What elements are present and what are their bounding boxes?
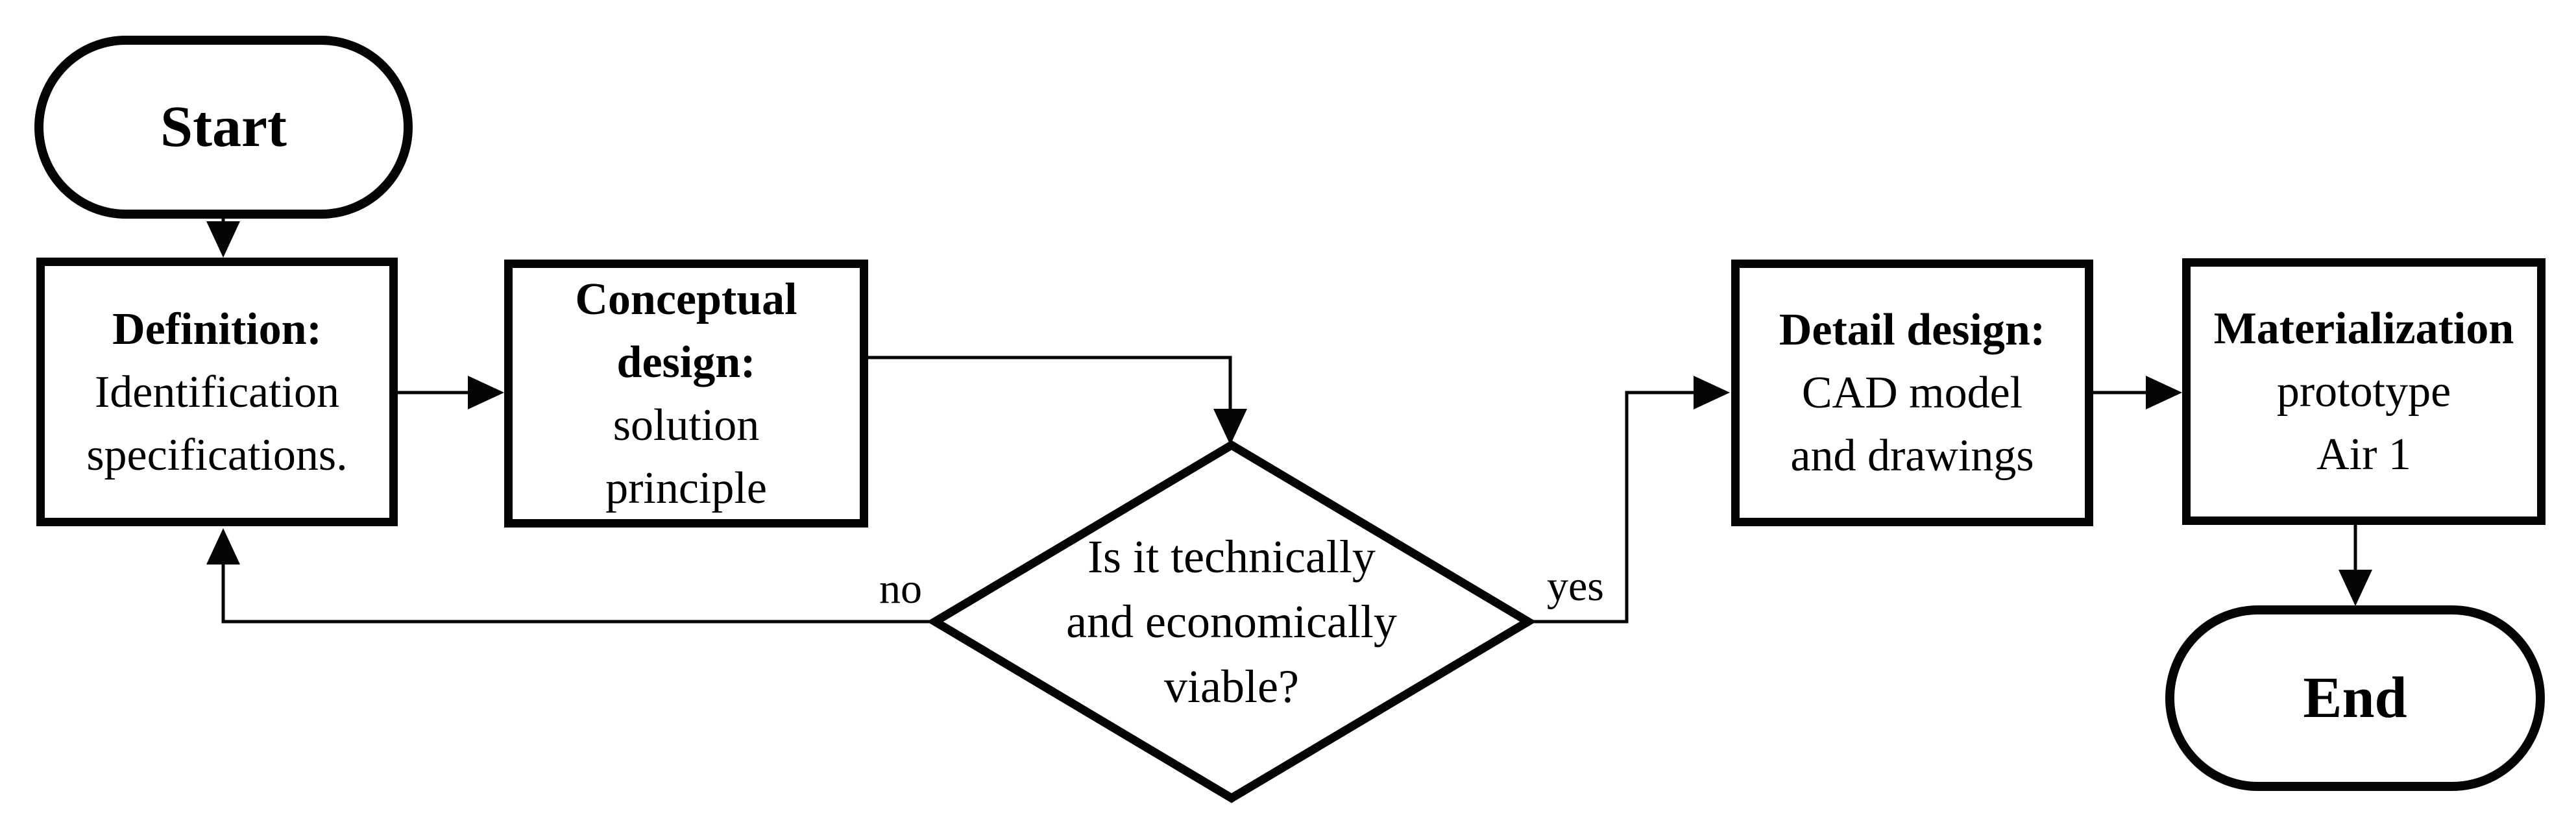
decision-yes-label: yes xyxy=(1547,563,1604,610)
conceptual-title-line-1: Conceptual xyxy=(575,274,797,324)
arrowhead-start-to-definition-icon xyxy=(206,221,240,258)
definition-line-1: Identification xyxy=(94,367,340,417)
materialization-line-2: Air 1 xyxy=(2316,430,2411,480)
detail-title: Detail design: xyxy=(1779,305,2046,355)
arrowhead-decision-yes-to-detail-icon xyxy=(1694,376,1730,409)
conceptual-line-1: solution xyxy=(613,400,760,450)
end-label: End xyxy=(2303,666,2407,730)
definition-line-2: specifications. xyxy=(86,430,348,480)
start-label: Start xyxy=(160,95,287,159)
decision-no-label: no xyxy=(879,565,922,613)
decision-line-3: viable? xyxy=(1164,661,1299,712)
conceptual-design-box: Conceptual design: solution principle xyxy=(504,260,868,528)
decision-line-1: Is it technically xyxy=(1088,531,1376,583)
edge-decision-no-to-definition xyxy=(221,565,935,624)
materialization-title: Materialization xyxy=(2213,304,2514,354)
edge-decision-yes-to-detail xyxy=(1528,391,1695,624)
materialization-box: Materialization prototype Air 1 xyxy=(2182,258,2546,525)
decision-node-text: Is it technically and economically viabl… xyxy=(1011,524,1452,719)
conceptual-title-line-2: design: xyxy=(616,337,756,387)
arrowhead-conceptual-to-decision-icon xyxy=(1213,409,1247,445)
detail-line-2: and drawings xyxy=(1790,431,2034,481)
decision-line-2: and economically xyxy=(1066,596,1397,648)
arrowhead-detail-to-materialization-icon xyxy=(2146,376,2182,409)
arrowhead-decision-no-to-definition-icon xyxy=(206,528,240,565)
conceptual-line-2: principle xyxy=(605,463,767,513)
definition-box: Definition: Identification specification… xyxy=(36,258,398,526)
decision-diamond xyxy=(927,440,1537,803)
edge-conceptual-to-decision xyxy=(868,356,1232,410)
materialization-line-1: prototype xyxy=(2276,367,2451,417)
arrowhead-materialization-to-end-icon xyxy=(2339,570,2372,606)
start-node: Start xyxy=(34,36,413,219)
arrowhead-definition-to-conceptual-icon xyxy=(468,376,504,409)
detail-design-box: Detail design: CAD model and drawings xyxy=(1731,260,2093,526)
detail-line-1: CAD model xyxy=(1801,368,2023,418)
definition-title: Definition: xyxy=(112,304,322,354)
end-node: End xyxy=(2165,605,2545,791)
